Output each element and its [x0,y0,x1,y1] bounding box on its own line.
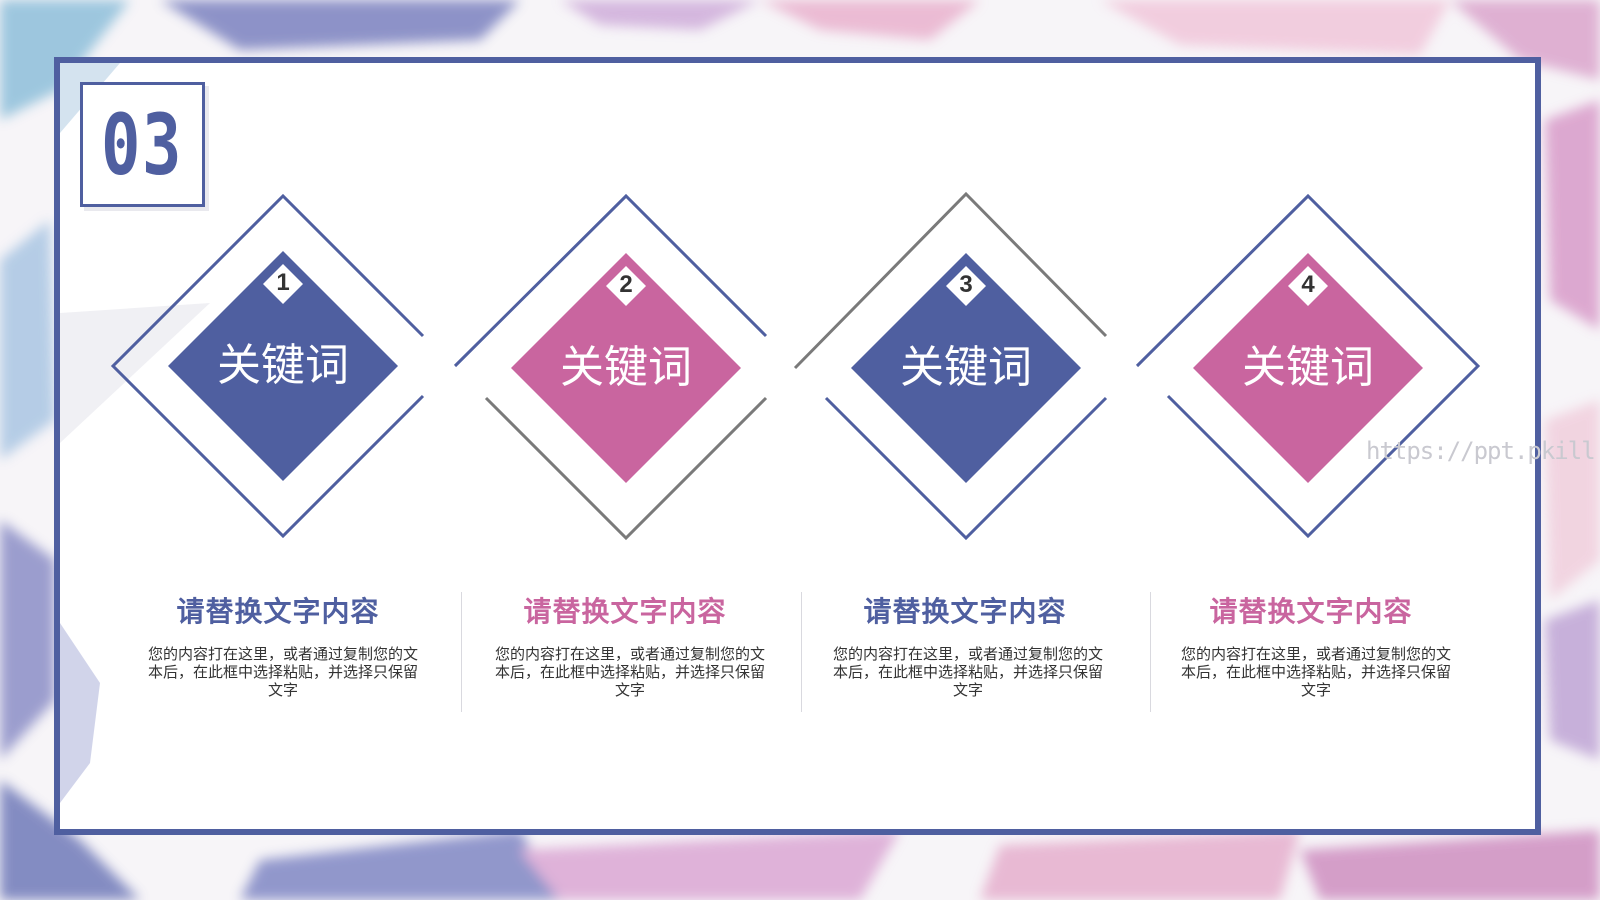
section-number: 03 [101,96,184,194]
item-3-keyword: 关键词 [900,342,1032,393]
item-2-body: 您的内容打在这里，或者通过复制您的文本后，在此框中选择粘贴，并选择只保留文字 [495,645,766,699]
item-2-diamond-group [453,193,768,541]
item-2-keyword: 关键词 [560,342,692,393]
item-3-number: 3 [959,271,973,298]
item-1-diamond [168,251,398,481]
item-2-number: 2 [619,271,633,298]
item-1-title: 请替换文字内容 [176,595,380,628]
item-4-badge [1288,266,1328,306]
item-3-title: 请替换文字内容 [863,595,1067,628]
column-divider [801,592,802,712]
item-3-outline-upper [793,191,1108,370]
item-1-diamond-group [110,193,425,539]
item-2-outline-lower [484,396,768,541]
item-4-number: 4 [1301,271,1315,298]
column-divider [461,592,462,712]
item-4-title: 请替换文字内容 [1209,595,1413,628]
column-divider [1150,592,1151,712]
item-1-badge [263,264,303,304]
item-2-title: 请替换文字内容 [523,595,727,628]
item-2-badge [606,266,646,306]
item-3-diamond-group [793,191,1108,541]
item-1-number: 1 [276,269,290,296]
item-4-keyword: 关键词 [1242,342,1374,393]
item-3-diamond [851,253,1081,483]
section-number-box: 03 [80,82,205,207]
item-1-body: 您的内容打在这里，或者通过复制您的文本后，在此框中选择粘贴，并选择只保留文字 [148,645,419,699]
item-4-diamond-group [1135,193,1481,539]
item-1-keyword: 关键词 [217,340,349,391]
item-2-outline-upper [453,193,768,368]
item-3-outline-lower [824,396,1108,541]
item-3-badge [946,266,986,306]
watermark-text: https://ppt.pkill.de [1366,437,1600,465]
item-2-diamond [511,253,741,483]
item-1-outline [110,193,425,539]
item-4-diamond [1193,253,1423,483]
item-4-outline-upper [1135,193,1481,539]
item-4-body: 您的内容打在这里，或者通过复制您的文本后，在此框中选择粘贴，并选择只保留文字 [1181,645,1452,699]
item-3-body: 您的内容打在这里，或者通过复制您的文本后，在此框中选择粘贴，并选择只保留文字 [833,645,1104,699]
